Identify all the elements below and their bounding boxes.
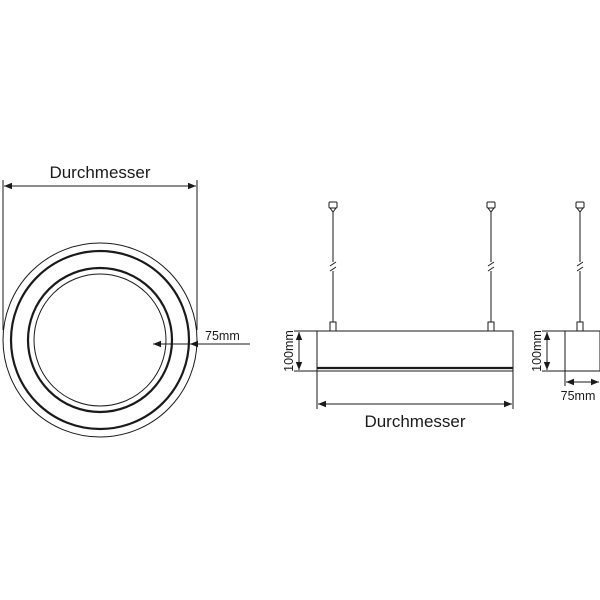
ring-width-label: 75mm bbox=[205, 329, 240, 343]
suspension-cable-right bbox=[486, 201, 496, 332]
side-diameter-label: Durchmesser bbox=[364, 412, 465, 431]
front-view: Durchmesser 75mm bbox=[2, 163, 250, 438]
diameter-label: Durchmesser bbox=[49, 163, 150, 182]
end-width-label: 75mm bbox=[561, 389, 596, 403]
height-label: 100mm bbox=[282, 330, 296, 372]
ring-outer-band bbox=[9, 249, 191, 431]
side-view: 100mm Durchmesser bbox=[282, 201, 514, 431]
ring-outer-edge bbox=[2, 242, 198, 438]
ring-inner-band bbox=[26, 266, 174, 414]
suspension-cable-end bbox=[575, 201, 585, 332]
suspension-cable-left bbox=[328, 201, 338, 332]
luminaire-body-end bbox=[564, 330, 600, 372]
end-view: 100mm 75mm bbox=[530, 201, 600, 403]
end-height-label: 100mm bbox=[530, 330, 544, 372]
ring-inner-edge bbox=[33, 273, 167, 407]
luminaire-body-side bbox=[316, 330, 514, 372]
